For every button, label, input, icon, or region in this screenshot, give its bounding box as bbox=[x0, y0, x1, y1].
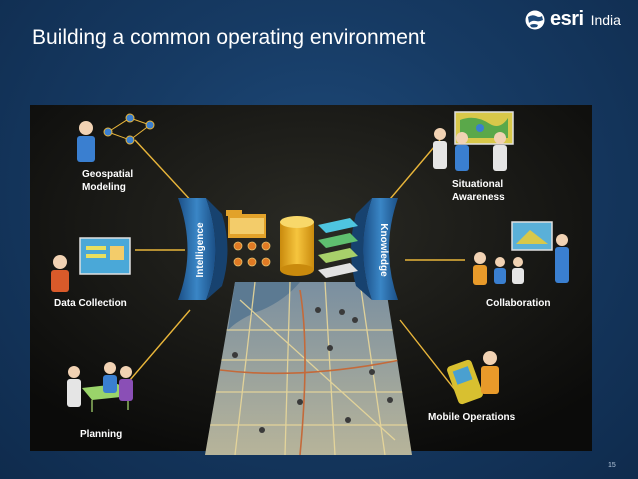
geospatial-label-2: Modeling bbox=[82, 182, 126, 193]
screen-icon bbox=[511, 221, 553, 251]
collaboration-label: Collaboration bbox=[486, 298, 550, 309]
people-group-icon bbox=[433, 128, 507, 171]
globe-icon bbox=[525, 10, 545, 29]
planning-node: Planning bbox=[67, 362, 133, 440]
slide-number: 15 bbox=[608, 462, 616, 469]
mobile-operations-label: Mobile Operations bbox=[428, 412, 516, 423]
geospatial-modeling-node: Geospatial Modeling bbox=[77, 113, 155, 193]
mobile-operations-node: Mobile Operations bbox=[428, 351, 516, 423]
map-layers-icon bbox=[318, 218, 358, 278]
people-group-icon bbox=[67, 362, 133, 407]
mobile-device-icon bbox=[447, 359, 483, 405]
slide-title: Building a common operating environment bbox=[32, 26, 426, 49]
intelligence-arrow: Intelligence bbox=[178, 198, 228, 300]
city-map bbox=[205, 282, 412, 455]
logo-brand: esri bbox=[550, 8, 584, 30]
network-nodes-icon bbox=[233, 241, 271, 267]
logo-region: India bbox=[590, 11, 621, 28]
planning-label: Planning bbox=[80, 429, 122, 440]
folder-icon bbox=[226, 210, 266, 238]
person-icon bbox=[77, 121, 95, 162]
esri-logo: esri India bbox=[524, 8, 621, 31]
situational-awareness-node: Situational Awareness bbox=[433, 111, 514, 203]
collaboration-node: Collaboration bbox=[473, 221, 569, 309]
intelligence-label: Intelligence bbox=[195, 222, 206, 277]
database-icon bbox=[280, 216, 314, 276]
knowledge-arrow: Knowledge bbox=[351, 198, 398, 300]
situational-label-2: Awareness bbox=[452, 192, 505, 203]
network-graph-icon bbox=[103, 113, 155, 145]
person-icon bbox=[481, 351, 499, 394]
connector-lines bbox=[129, 139, 465, 391]
knowledge-label: Knowledge bbox=[378, 223, 389, 277]
situational-label-1: Situational bbox=[452, 179, 503, 190]
person-icon bbox=[51, 255, 69, 292]
data-collection-label: Data Collection bbox=[54, 298, 127, 309]
monitor-icon bbox=[79, 237, 131, 275]
data-collection-node: Data Collection bbox=[51, 237, 131, 309]
people-group-icon bbox=[473, 234, 569, 285]
geospatial-label-1: Geospatial bbox=[82, 169, 133, 180]
